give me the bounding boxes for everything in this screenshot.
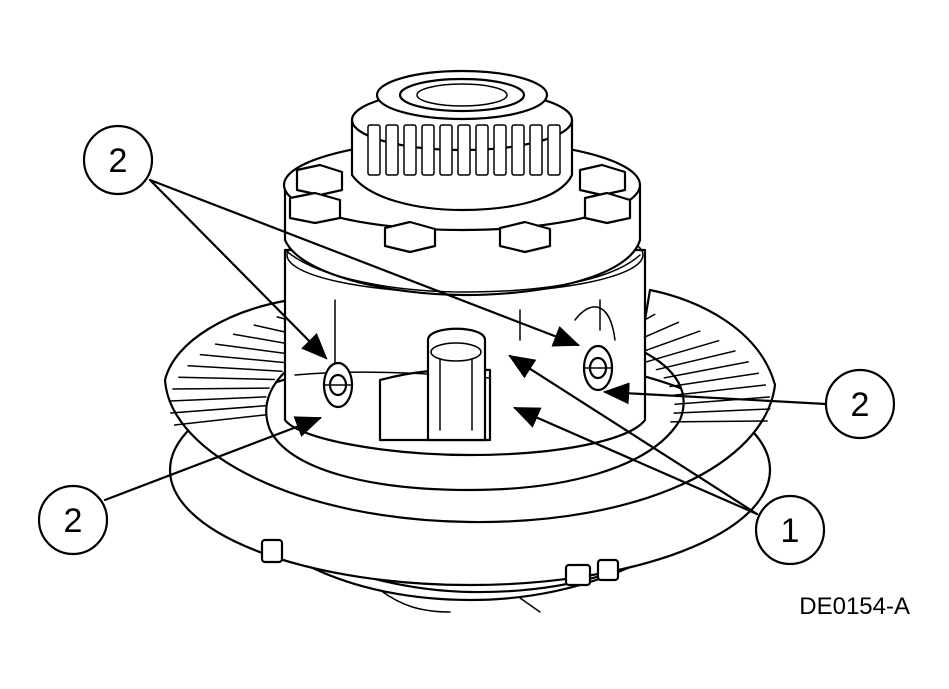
bearing-roller [547,124,561,176]
gear-tooth [672,384,767,397]
bearing-roller [403,124,417,176]
bearing-roller [385,124,399,176]
cover-bolts [288,163,632,254]
ring-gear-bolts [260,538,620,613]
gear-tooth [663,361,749,379]
pinion-shaft-lock-pin-right [574,306,616,392]
bearing-roller [511,124,525,176]
gear-tooth [669,372,760,388]
gear-tooth [172,387,270,390]
gear-tooth [169,396,267,402]
bearing-roller [529,124,543,176]
gear-tooth [674,396,771,405]
gear-tooth [187,364,283,372]
callout-2-top-left: 2 [82,124,154,196]
differential-case-body [283,216,647,457]
callout-2-bottom-left: 2 [37,484,109,556]
callout-number: 2 [851,386,870,424]
figure-id-label: DE0154-A [799,593,910,620]
callout-number: 2 [64,502,83,540]
gear-tooth [173,413,268,426]
gear-tooth [169,405,266,414]
gear-tooth [645,339,720,363]
gear-tooth [655,350,736,371]
bearing-roller [475,124,489,176]
callout-number: 1 [781,512,800,550]
leader-lines [103,178,828,516]
bearing-roller [367,124,381,176]
callout-2-right: 2 [824,368,896,440]
pinion-shaft-lock-pin-left [322,361,354,409]
bearing-roller [457,124,471,176]
gear-tooth [199,353,293,364]
gear-tooth [673,408,771,414]
bearing-roller [421,124,435,176]
carrier-bearing [350,69,574,212]
gear-tooth [178,376,276,381]
callout-number: 2 [109,142,128,180]
gear-tooth [670,420,768,423]
callout-1-bottom-right: 1 [754,494,826,566]
bearing-roller [439,124,453,176]
bearing-roller [493,124,507,176]
